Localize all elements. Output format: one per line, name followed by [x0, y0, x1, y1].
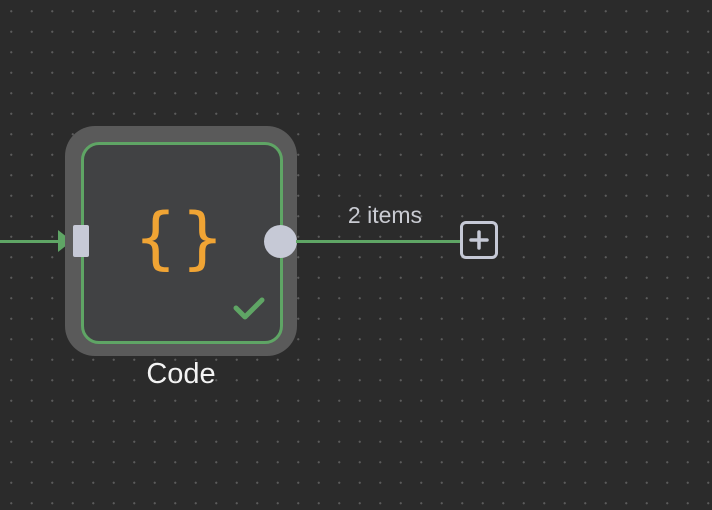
- add-node-button[interactable]: [460, 221, 498, 259]
- node-label: Code: [146, 358, 216, 390]
- output-connection-line[interactable]: [296, 240, 462, 243]
- node-output-handle[interactable]: [264, 225, 297, 258]
- code-node[interactable]: [81, 142, 283, 344]
- plus-icon: [469, 230, 489, 250]
- input-connection-line[interactable]: [0, 240, 62, 243]
- code-braces-icon: {}: [135, 199, 229, 278]
- node-input-handle[interactable]: [73, 225, 89, 257]
- output-items-count: 2 items: [347, 202, 423, 228]
- check-icon: [233, 297, 265, 320]
